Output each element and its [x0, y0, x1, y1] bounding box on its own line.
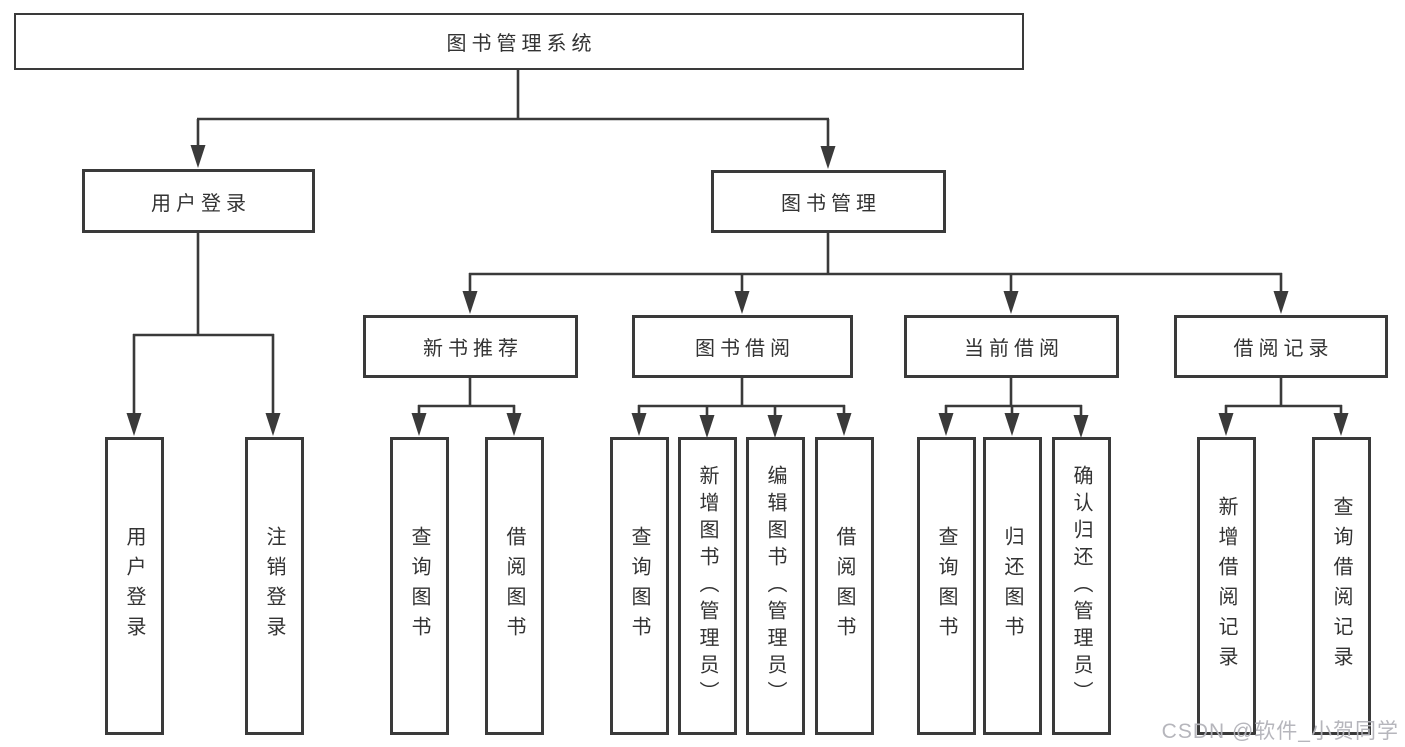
- leaf-edit-books-admin: 编辑图书（管理员）: [746, 437, 805, 735]
- leaf-add-books-admin: 新增图书（管理员）: [678, 437, 737, 735]
- leaf-borrow-books: 借阅图书: [815, 437, 874, 735]
- node-library-management-system: 图书管理系统: [14, 13, 1024, 70]
- leaf-query-books: 查询图书: [917, 437, 976, 735]
- leaf-confirm-return-admin: 确认归还（管理员）: [1052, 437, 1111, 735]
- node-user-login: 用户登录: [82, 169, 315, 233]
- node-book-management: 图书管理: [711, 170, 946, 233]
- leaf-return-books: 归还图书: [983, 437, 1042, 735]
- leaf-query-books: 查询图书: [390, 437, 449, 735]
- node-book-borrow: 图书借阅: [632, 315, 853, 378]
- leaf-add-borrow-record: 新增借阅记录: [1197, 437, 1256, 735]
- node-new-book-recommend: 新书推荐: [363, 315, 578, 378]
- leaf-user-login: 用户登录: [105, 437, 164, 735]
- node-borrow-records: 借阅记录: [1174, 315, 1388, 378]
- leaf-borrow-books: 借阅图书: [485, 437, 544, 735]
- csdn-watermark: CSDN @软件_小贺同学: [1161, 720, 1399, 743]
- leaf-query-books: 查询图书: [610, 437, 669, 735]
- leaf-logout: 注销登录: [245, 437, 304, 735]
- node-current-borrow: 当前借阅: [904, 315, 1119, 378]
- leaf-query-borrow-record: 查询借阅记录: [1312, 437, 1371, 735]
